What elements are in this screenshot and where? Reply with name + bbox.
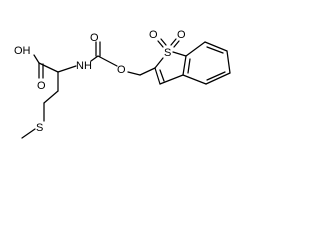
sulfone-s-label: S — [164, 47, 171, 59]
bond-carboxyl-alpha — [38, 62, 59, 73]
sulfone-o-right-label: O — [177, 29, 186, 41]
sulfone-o-left-label: O — [149, 29, 158, 41]
bond-c-oh — [33, 54, 40, 64]
bond-carbonyl-oester — [97, 55, 118, 67]
nh-label: NH — [76, 60, 92, 72]
bond-c7a-c7 — [185, 41, 206, 57]
bond-s-methyl — [21, 128, 36, 139]
bond-s1-oleft — [157, 40, 164, 48]
bond-c7-c6-inner — [206, 46, 224, 54]
bond-c3-c2 — [154, 67, 161, 85]
bond-nh-carbonyl — [90, 55, 99, 62]
bond-c3-c2-double — [159, 69, 165, 82]
bond-c2-s1 — [154, 57, 164, 69]
bond-c7a-c3a-inner — [187, 58, 191, 74]
bond-c7a-c3a — [182, 55, 187, 76]
bond-s1-c7a — [172, 51, 187, 57]
bond-c4-c3a — [182, 74, 207, 85]
bond-s1-oleft-double — [160, 38, 167, 46]
bond-c5-c4 — [205, 72, 231, 85]
bond-beta-gamma — [43, 90, 59, 104]
carbamate-o-ester-label: O — [117, 64, 126, 76]
bond-c6-c5 — [226, 50, 231, 74]
bond-oester-ch2 — [127, 71, 141, 76]
bond-c3a-c3 — [159, 74, 184, 85]
bond-c5-c4-inner — [206, 71, 226, 81]
thioether-s-label: S — [36, 122, 43, 134]
structure-canvas: OH O NH O O S S O O — [14, 29, 231, 139]
carbamate-o-top-label: O — [90, 32, 99, 44]
atom-labels: OH O NH O O S S O O — [14, 29, 186, 134]
bond-alpha-nh — [57, 65, 77, 73]
carboxyl-oh-label: OH — [14, 45, 31, 57]
bond-ch2-c2 — [139, 67, 156, 76]
carboxyl-o-label: O — [37, 80, 46, 92]
bond-c7-c6 — [204, 41, 228, 52]
bond-s1-oright — [170, 38, 177, 46]
bond-s1-oright-double — [173, 40, 180, 48]
chemical-structure: OH O NH O O S S O O — [14, 29, 231, 139]
bonds — [21, 38, 231, 139]
